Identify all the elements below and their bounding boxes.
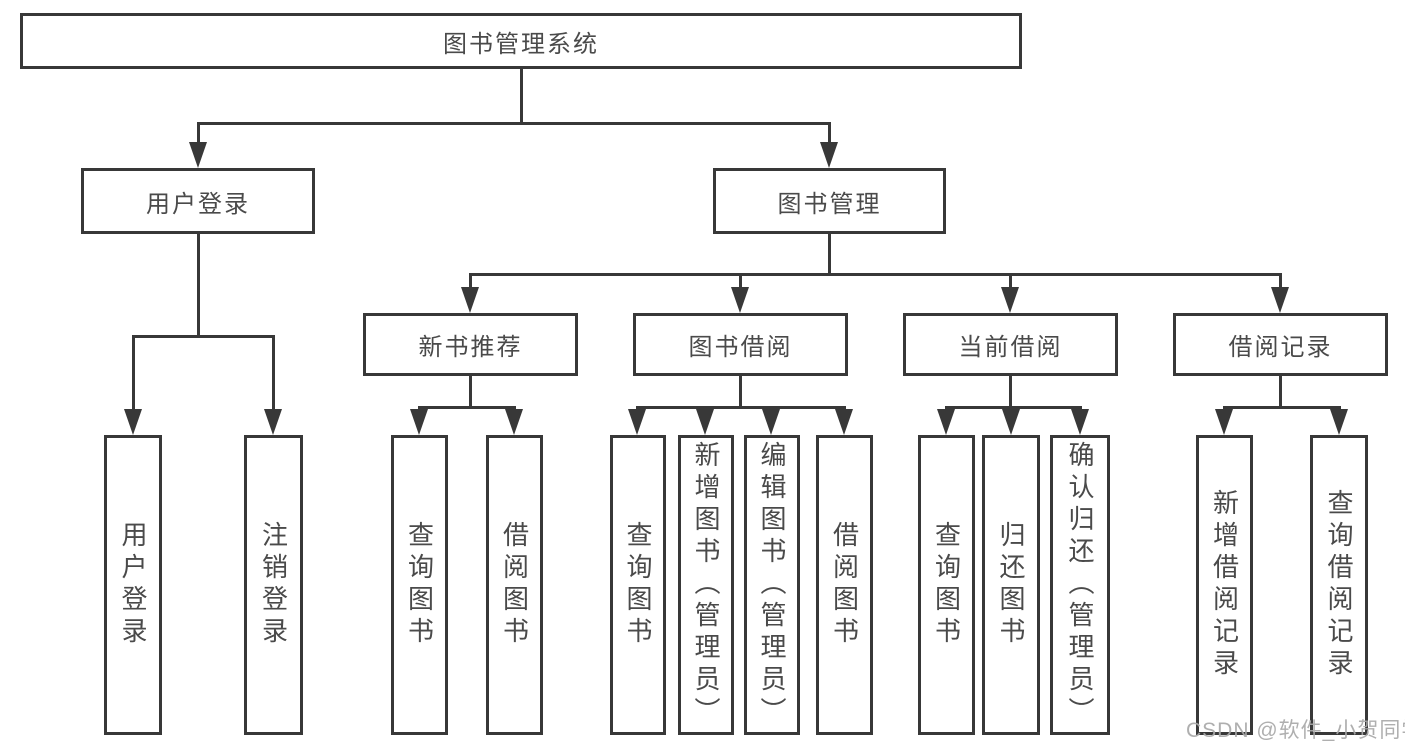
connector-line — [827, 122, 831, 146]
connector-line — [196, 233, 200, 338]
arrow-down-icon — [1002, 409, 1020, 435]
leaf-edit-books-admin: 编辑图书（管理员） — [744, 435, 800, 735]
leaf-confirm-return-admin: 确认归还（管理员） — [1050, 435, 1110, 735]
node-label: 用户登录 — [118, 521, 148, 649]
leaf-query-books: 查询图书 — [918, 435, 975, 735]
node-book-borrowing: 图书借阅 — [633, 313, 848, 376]
connector-line — [468, 375, 472, 409]
node-label: 新增图书（管理员） — [691, 441, 721, 729]
arrow-down-icon — [762, 409, 780, 435]
connector-line — [1278, 273, 1282, 291]
node-label: 借阅图书 — [829, 521, 860, 649]
arrow-down-icon — [1001, 287, 1019, 313]
node-label: 注销登录 — [258, 521, 289, 649]
leaf-query-borrow-record: 查询借阅记录 — [1310, 435, 1368, 735]
connector-line — [519, 68, 523, 122]
arrow-down-icon — [410, 409, 428, 435]
node-borrowing-records: 借阅记录 — [1173, 313, 1388, 376]
connector-line — [1008, 273, 1012, 291]
arrow-down-icon — [820, 142, 838, 168]
connector-line — [1008, 375, 1012, 409]
connector-line — [1222, 406, 1341, 409]
node-label: 新书推荐 — [418, 334, 523, 361]
node-label: 借阅记录 — [1228, 334, 1333, 361]
arrow-down-icon — [628, 409, 646, 435]
node-label: 当前借阅 — [958, 334, 1063, 361]
leaf-add-books-admin: 新增图书（管理员） — [678, 435, 734, 735]
arrow-down-icon — [1071, 409, 1089, 435]
connector-line — [131, 335, 275, 338]
connector-line — [468, 273, 472, 291]
node-label: 图书管理系统 — [443, 30, 599, 58]
leaf-user-login: 用户登录 — [104, 435, 162, 735]
arrow-down-icon — [189, 142, 207, 168]
connector-line — [131, 335, 135, 413]
connector-line — [944, 406, 1082, 409]
arrow-down-icon — [1330, 409, 1348, 435]
arrow-down-icon — [1271, 287, 1289, 313]
connector-line — [196, 122, 831, 125]
connector-line — [827, 233, 831, 276]
leaf-borrow-books: 借阅图书 — [816, 435, 873, 735]
node-label: 查询借阅记录 — [1324, 489, 1354, 681]
node-user-login: 用户登录 — [81, 168, 315, 234]
csdn-watermark: CSDN @软件_小贺同学 — [1186, 719, 1405, 742]
connector-line — [738, 375, 742, 409]
node-root-library-system: 图书管理系统 — [20, 13, 1022, 69]
arrow-down-icon — [835, 409, 853, 435]
arrow-down-icon — [124, 409, 142, 435]
leaf-query-books: 查询图书 — [610, 435, 666, 735]
node-label: 确认归还（管理员） — [1065, 441, 1095, 729]
arrow-down-icon — [264, 409, 282, 435]
node-label: 编辑图书（管理员） — [757, 441, 787, 729]
connector-line — [417, 406, 516, 409]
connector-line — [1278, 375, 1282, 409]
leaf-return-books: 归还图书 — [982, 435, 1040, 735]
node-label: 借阅图书 — [499, 521, 530, 649]
connector-line — [271, 335, 275, 413]
node-label: 查询图书 — [623, 521, 653, 649]
connector-line — [635, 406, 846, 409]
connector-line — [738, 273, 742, 291]
arrow-down-icon — [461, 287, 479, 313]
arrow-down-icon — [731, 287, 749, 313]
node-current-borrowing: 当前借阅 — [903, 313, 1118, 376]
arrow-down-icon — [505, 409, 523, 435]
leaf-add-borrow-record: 新增借阅记录 — [1196, 435, 1253, 735]
node-label: 查询图书 — [931, 521, 962, 649]
node-label: 新增借阅记录 — [1209, 489, 1240, 681]
node-label: 查询图书 — [404, 521, 435, 649]
node-label: 图书管理 — [777, 190, 882, 218]
node-label: 图书借阅 — [688, 334, 793, 361]
node-book-management: 图书管理 — [713, 168, 946, 234]
connector-line — [196, 122, 200, 146]
arrow-down-icon — [937, 409, 955, 435]
leaf-query-books: 查询图书 — [391, 435, 448, 735]
node-new-book-recommend: 新书推荐 — [363, 313, 578, 376]
node-label: 归还图书 — [996, 521, 1026, 649]
leaf-borrow-books: 借阅图书 — [486, 435, 543, 735]
leaf-logout: 注销登录 — [244, 435, 303, 735]
arrow-down-icon — [1215, 409, 1233, 435]
node-label: 用户登录 — [146, 190, 250, 218]
connector-line — [468, 273, 1282, 276]
arrow-down-icon — [696, 409, 714, 435]
